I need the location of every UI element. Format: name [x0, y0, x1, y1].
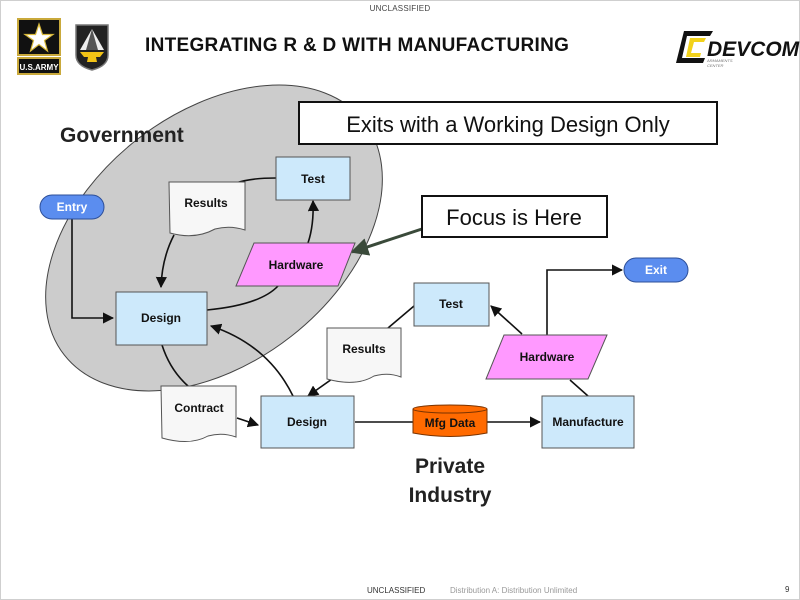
pi-test-label: Test: [439, 297, 463, 311]
gov-design-label: Design: [141, 311, 181, 325]
pi-design-label: Design: [287, 415, 327, 429]
pi-design-node[interactable]: Design: [260, 395, 355, 449]
exits-callout: Exits with a Working Design Only: [298, 101, 718, 145]
edge-entry-design: [71, 218, 115, 324]
devcom-sub2: CENTER: [707, 63, 724, 68]
slide-title: INTEGRATING R & D WITH MANUFACTURING: [145, 35, 570, 56]
exits-callout-text: Exits with a Working Design Only: [346, 112, 670, 137]
devcom-logo: DEVCOM ARMAMENTS CENTER: [676, 31, 800, 68]
entry-node[interactable]: Entry: [39, 194, 105, 220]
edge-design-contract: [161, 344, 189, 387]
focus-callout-text: Focus is Here: [446, 205, 582, 230]
mfg-data-node[interactable]: Mfg Data: [412, 404, 488, 437]
classification-bottom: UNCLASSIFIED: [367, 586, 426, 595]
entry-label: Entry: [57, 200, 88, 214]
gov-design-node[interactable]: Design: [115, 291, 208, 346]
gov-results-node[interactable]: Results: [168, 181, 246, 237]
manufacture-node[interactable]: Manufacture: [541, 395, 635, 449]
edge-design-hardware: [206, 285, 279, 311]
government-label: Government: [60, 124, 184, 147]
edge-results-pidesign: [307, 378, 333, 397]
anvil-icon: [80, 52, 104, 62]
edge-hardware-test: [307, 199, 320, 244]
contract-label: Contract: [174, 401, 223, 415]
edge-pitest-results: [387, 305, 415, 329]
edge-results-design: [155, 234, 175, 289]
pi-results-label: Results: [342, 342, 386, 356]
focus-callout: Focus is Here: [421, 195, 608, 238]
us-army-logo: U.S.ARMY: [17, 18, 61, 75]
edge-manufacture-hardware: [569, 379, 589, 397]
mfg-data-label: Mfg Data: [425, 416, 476, 430]
edge-pidesign-govdesign: [209, 323, 294, 397]
focus-pointer-arrow: [350, 225, 429, 256]
star-icon: [23, 22, 55, 53]
classification-top: UNCLASSIFIED: [369, 4, 431, 13]
manufacture-label: Manufacture: [552, 415, 624, 429]
gov-hardware-label: Hardware: [269, 258, 324, 272]
gov-results-label: Results: [184, 196, 228, 210]
private-industry-label-line1: Private: [415, 455, 485, 478]
pi-test-node[interactable]: Test: [413, 282, 490, 327]
contract-node[interactable]: Contract: [160, 385, 237, 442]
pi-hardware-node[interactable]: Hardware: [485, 334, 608, 380]
pi-results-node[interactable]: Results: [326, 327, 402, 383]
exit-node[interactable]: Exit: [623, 257, 689, 283]
edge-hardware-exit: [546, 264, 624, 335]
devcom-sub1: ARMAMENTS: [706, 58, 733, 63]
gov-hardware-node[interactable]: Hardware: [235, 242, 356, 287]
gov-test-label: Test: [301, 172, 325, 186]
gov-test-node[interactable]: Test: [275, 156, 351, 201]
edge-hardware-pitest: [490, 305, 523, 335]
us-army-text: U.S.ARMY: [19, 63, 59, 72]
page-number: 9: [785, 585, 790, 594]
devcom-text: DEVCOM: [707, 38, 800, 61]
private-industry-label-line2: Industry: [409, 484, 492, 507]
pi-hardware-label: Hardware: [520, 350, 575, 364]
distribution-statement: Distribution A: Distribution Unlimited: [450, 586, 578, 595]
armaments-shield-logo: [75, 24, 109, 71]
exit-label: Exit: [645, 263, 667, 277]
edge-contract-pidesign: [236, 416, 260, 428]
